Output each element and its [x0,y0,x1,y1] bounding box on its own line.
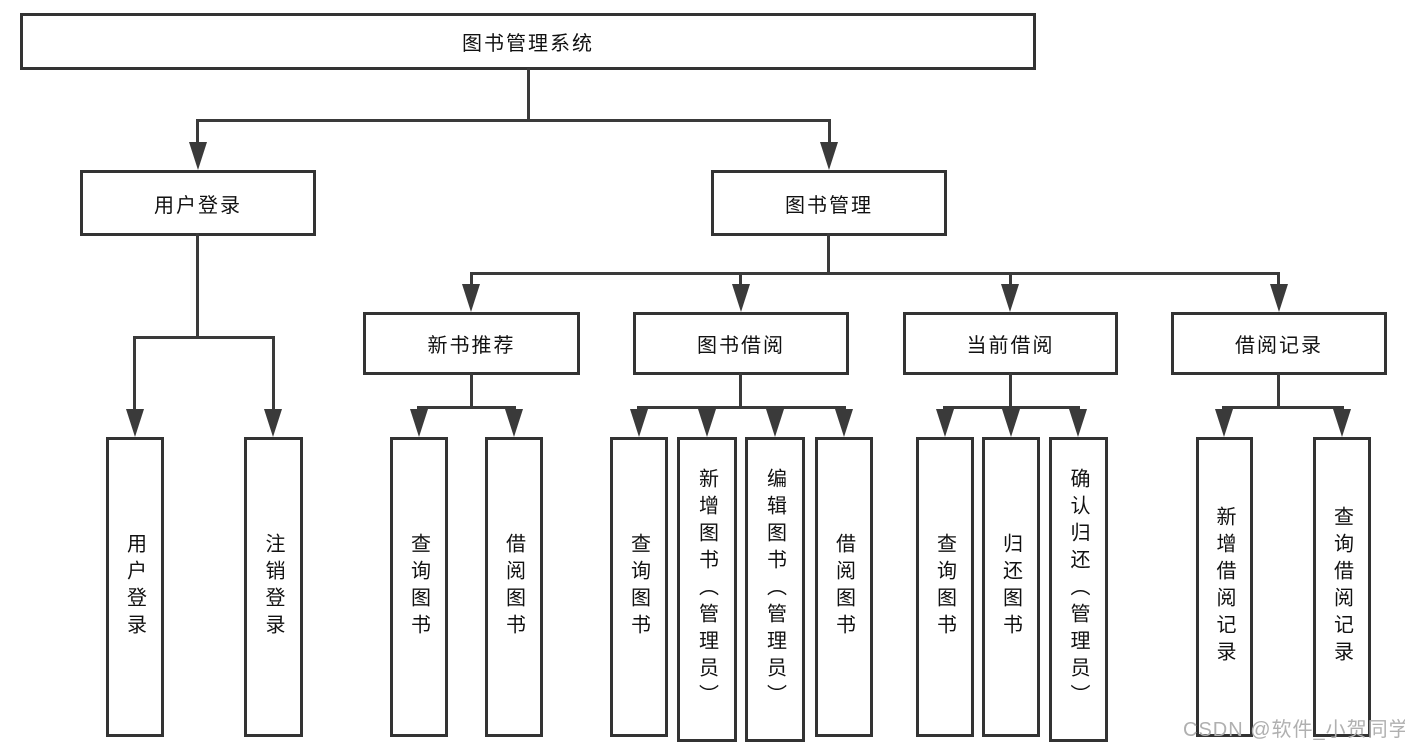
connector-line [827,233,830,275]
connector-line [739,272,742,288]
arrow-down-icon [698,409,716,437]
leaf-logout: 注销登录 [244,437,303,737]
leaf-confirm-return-admin: 确认归还（管理员） [1049,437,1108,742]
leaf-query-books-borrowing: 查询图书 [610,437,668,737]
arrow-down-icon [630,409,648,437]
arrow-down-icon [766,409,784,437]
node-new-book-recommend: 新书推荐 [363,312,580,375]
leaf-query-borrow-record: 查询借阅记录 [1313,437,1371,737]
connector-line [637,406,846,409]
arrow-down-icon [189,142,207,170]
connector-line [196,119,199,146]
arrow-down-icon [732,284,750,312]
connector-line [1277,373,1280,409]
arrow-down-icon [936,409,954,437]
connector-line [739,373,742,409]
connector-line [272,336,275,412]
connector-line [527,68,530,122]
arrow-down-icon [264,409,282,437]
node-current-borrowing: 当前借阅 [903,312,1118,375]
leaf-user-login: 用户登录 [106,437,164,737]
arrow-down-icon [1001,284,1019,312]
leaf-query-books-recommend: 查询图书 [390,437,448,737]
arrow-down-icon [410,409,428,437]
leaf-borrow-books-recommend: 借阅图书 [485,437,543,737]
arrow-down-icon [1069,409,1087,437]
leaf-return-book: 归还图书 [982,437,1040,737]
connector-line [828,119,831,146]
leaf-edit-book-admin: 编辑图书（管理员） [745,437,805,742]
connector-line [197,119,831,122]
connector-line [1277,272,1280,288]
connector-line [943,406,1080,409]
arrow-down-icon [1002,409,1020,437]
node-book-borrowing: 图书借阅 [633,312,849,375]
arrow-down-icon [126,409,144,437]
arrow-down-icon [505,409,523,437]
node-user-login: 用户登录 [80,170,316,236]
connector-line [470,272,1280,275]
leaf-add-book-admin: 新增图书（管理员） [677,437,737,742]
node-root: 图书管理系统 [20,13,1036,70]
leaf-add-borrow-record: 新增借阅记录 [1196,437,1253,737]
connector-line [1009,373,1012,409]
arrow-down-icon [1215,409,1233,437]
connector-line [1009,272,1012,288]
connector-line [470,373,473,409]
arrow-down-icon [462,284,480,312]
node-book-management: 图书管理 [711,170,947,236]
connector-line [1222,406,1344,409]
arrow-down-icon [835,409,853,437]
arrow-down-icon [1270,284,1288,312]
connector-line [196,233,199,339]
connector-line [133,336,275,339]
node-borrowing-records: 借阅记录 [1171,312,1387,375]
connector-line [133,336,136,412]
arrow-down-icon [820,142,838,170]
leaf-borrow-books-borrowing: 借阅图书 [815,437,873,737]
connector-line [417,406,516,409]
connector-line [470,272,473,288]
watermark: CSDN @软件_小贺同学 [1183,719,1405,741]
leaf-query-books-current: 查询图书 [916,437,974,737]
arrow-down-icon [1333,409,1351,437]
